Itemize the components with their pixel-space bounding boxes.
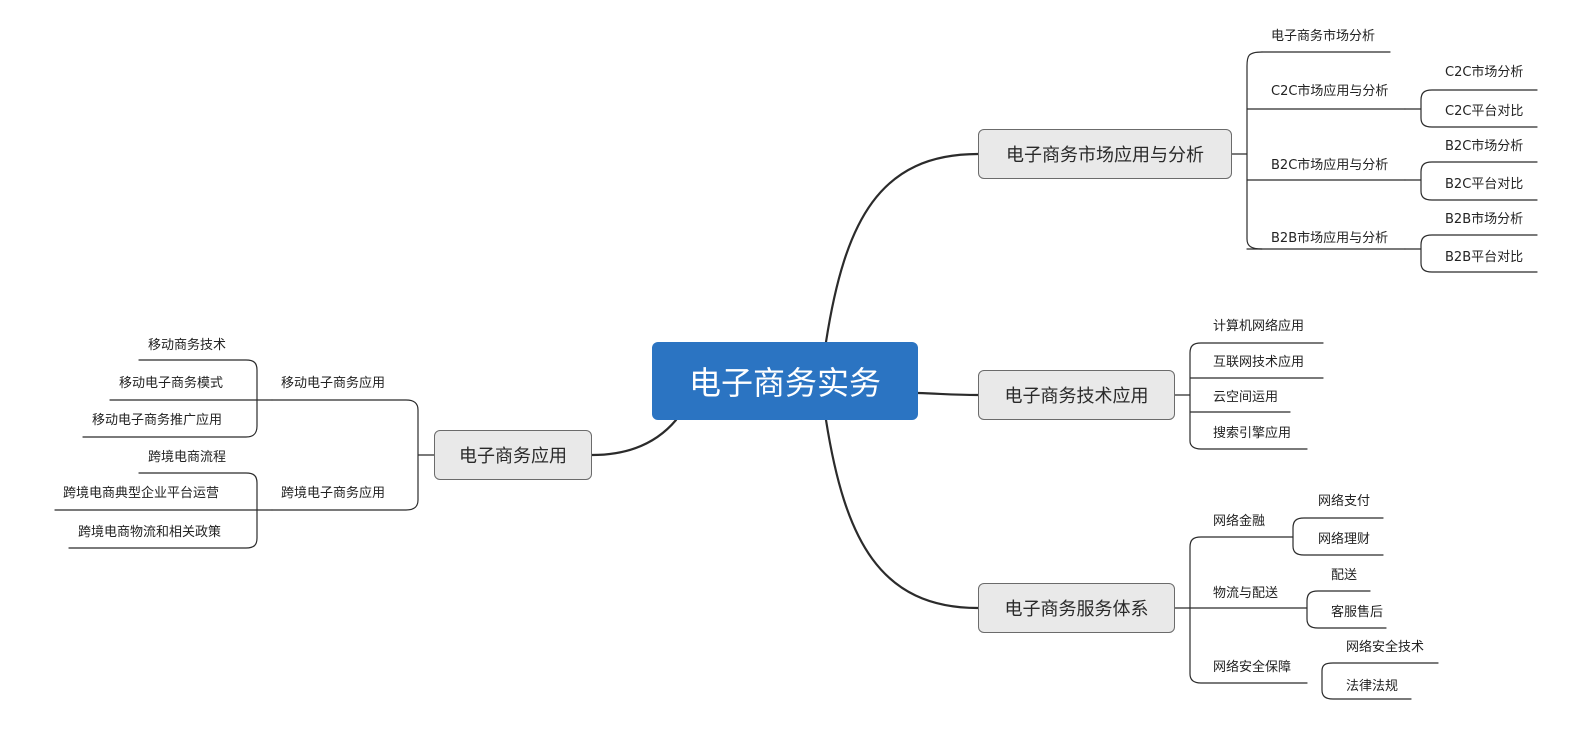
topic-network[interactable]: 计算机网络应用: [1213, 319, 1305, 334]
link-b4-c1-grand: [82, 359, 273, 438]
topic-wealth[interactable]: 网络理财: [1318, 532, 1371, 547]
topic-b2b[interactable]: B2B市场应用与分析: [1271, 231, 1389, 246]
topic-security-tech[interactable]: 网络安全技术: [1346, 640, 1425, 655]
link-root-b4: [590, 418, 678, 457]
link-b4-c2-grand: [54, 472, 273, 549]
topic-security[interactable]: 网络安全保障: [1213, 660, 1292, 675]
link-b3-children: [1174, 536, 1308, 684]
topic-internet[interactable]: 互联网技术应用: [1213, 355, 1305, 370]
topic-law[interactable]: 法律法规: [1346, 679, 1399, 694]
root-topic[interactable]: 电子商务实务: [652, 342, 918, 420]
topic-logistics[interactable]: 物流与配送: [1213, 586, 1279, 601]
topic-cross-border-policy[interactable]: 跨境电商物流和相关政策: [78, 525, 222, 540]
topic-after-sales[interactable]: 客服售后: [1331, 605, 1384, 620]
topic-mobile-commerce[interactable]: 移动电子商务应用: [281, 376, 386, 391]
topic-c2c[interactable]: C2C市场应用与分析: [1271, 84, 1389, 99]
topic-cross-border-platform[interactable]: 跨境电商典型企业平台运营: [63, 486, 220, 501]
topic-finance[interactable]: 网络金融: [1213, 514, 1266, 529]
branch-market-analysis[interactable]: 电子商务市场应用与分析: [978, 129, 1232, 179]
branch-applications[interactable]: 电子商务应用: [434, 430, 592, 480]
topic-mobile-tech[interactable]: 移动商务技术: [148, 338, 227, 353]
topic-payment[interactable]: 网络支付: [1318, 494, 1371, 509]
topic-mobile-promotion[interactable]: 移动电子商务推广应用: [92, 413, 223, 428]
topic-b2b-market[interactable]: B2B市场分析: [1445, 212, 1524, 227]
topic-market-analysis[interactable]: 电子商务市场分析: [1271, 29, 1376, 44]
topic-cloud[interactable]: 云空间运用: [1213, 390, 1279, 405]
link-b4-children: [271, 399, 435, 511]
link-b1-c2-grand: [1404, 89, 1538, 128]
link-b3-c2-grand: [1306, 590, 1387, 629]
topic-c2c-market[interactable]: C2C市场分析: [1445, 65, 1524, 80]
link-b1-c3-grand: [1404, 161, 1538, 201]
link-b3-c3-grand: [1321, 662, 1439, 700]
topic-b2c[interactable]: B2C市场应用与分析: [1271, 158, 1389, 173]
topic-search[interactable]: 搜索引擎应用: [1213, 426, 1292, 441]
link-root-b1: [824, 152, 980, 344]
topic-b2b-platform[interactable]: B2B平台对比: [1445, 250, 1524, 265]
link-b3-c1-grand: [1292, 517, 1384, 556]
topic-cross-border[interactable]: 跨境电子商务应用: [281, 486, 386, 501]
link-b1-c4-grand: [1404, 234, 1538, 273]
topic-delivery[interactable]: 配送: [1331, 568, 1358, 583]
branch-technology[interactable]: 电子商务技术应用: [978, 370, 1175, 420]
topic-b2c-market[interactable]: B2C市场分析: [1445, 139, 1524, 154]
topic-mobile-model[interactable]: 移动电子商务模式: [119, 376, 224, 391]
branch-services[interactable]: 电子商务服务体系: [978, 583, 1175, 633]
link-root-b3: [824, 418, 980, 610]
link-b2-children: [1174, 342, 1324, 450]
link-b1-children: [1231, 51, 1263, 250]
topic-cross-border-process[interactable]: 跨境电商流程: [148, 450, 227, 465]
link-root-b2: [916, 391, 980, 397]
topic-b2c-platform[interactable]: B2C平台对比: [1445, 177, 1524, 192]
topic-c2c-platform[interactable]: C2C平台对比: [1445, 104, 1524, 119]
